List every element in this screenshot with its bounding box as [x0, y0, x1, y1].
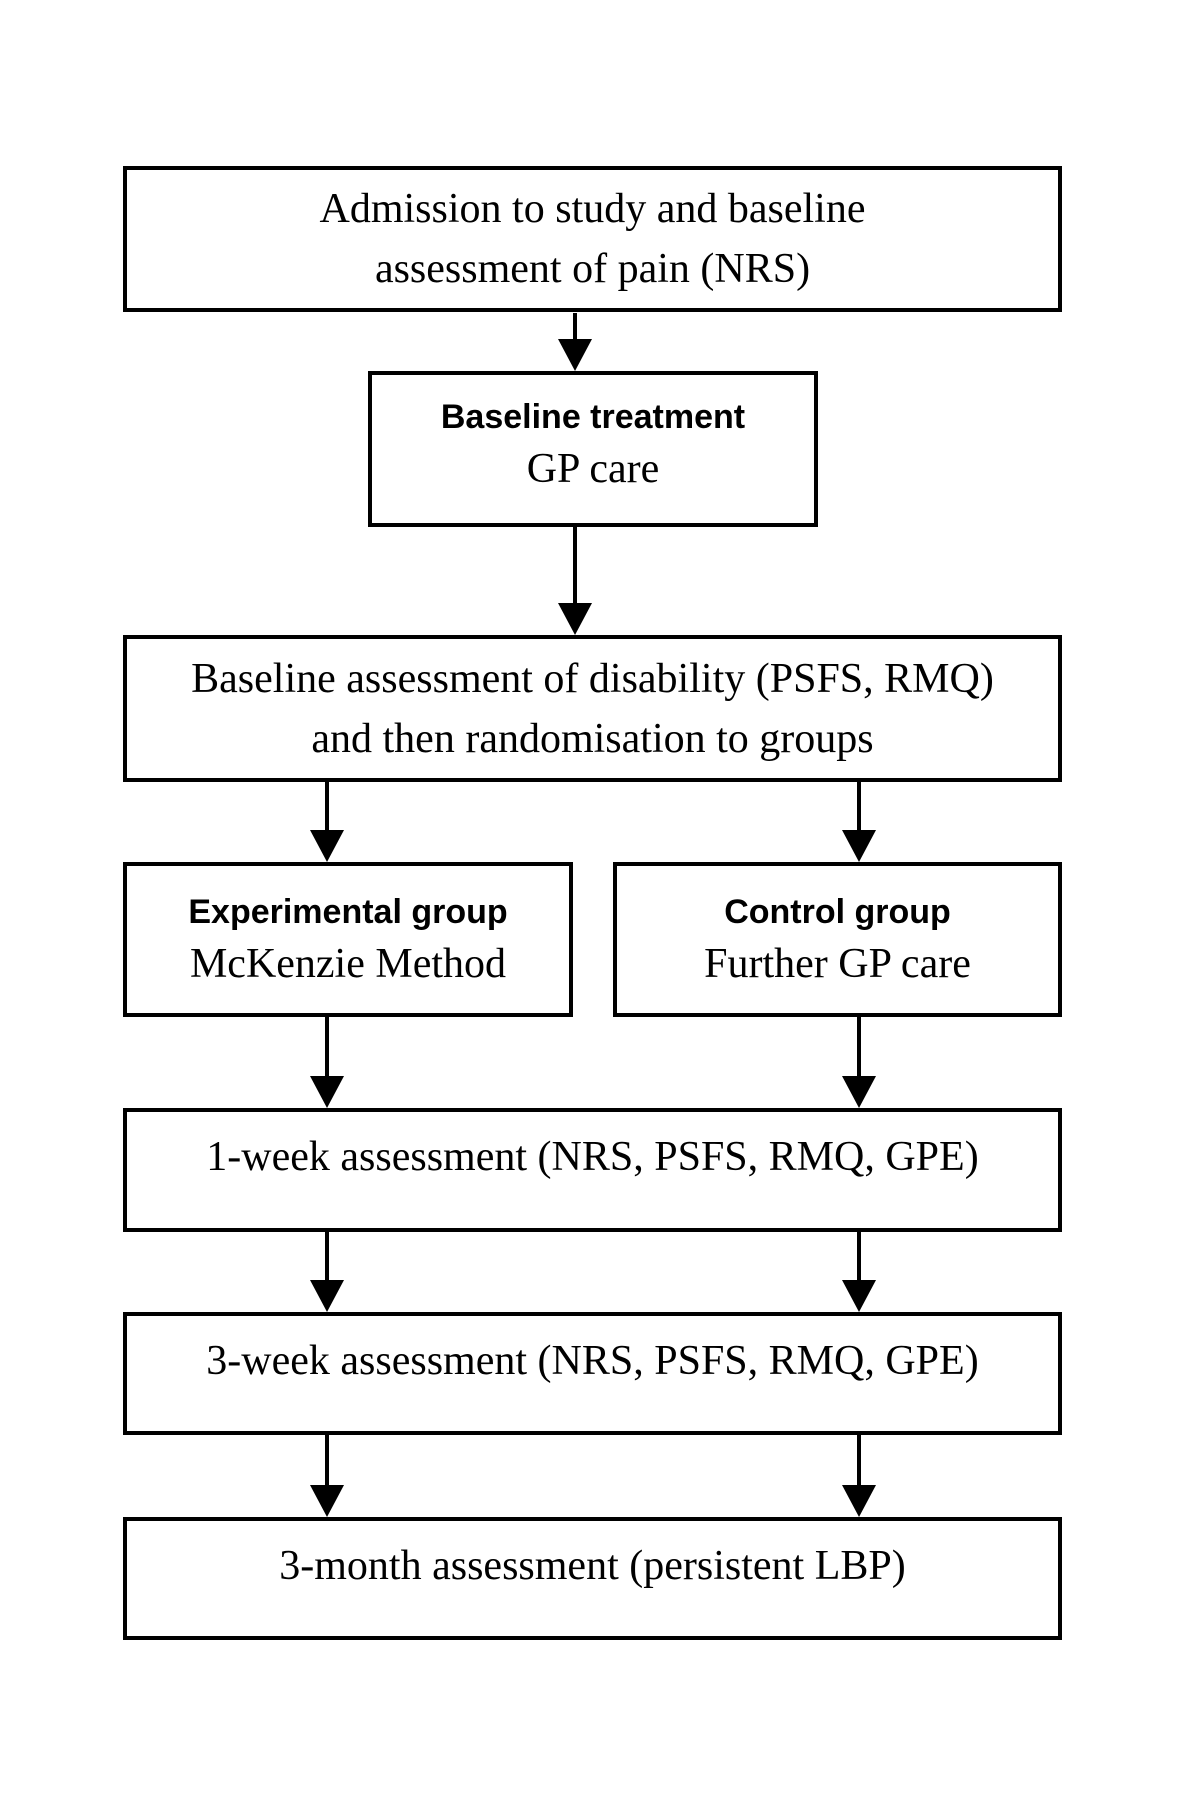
node-control-group-subtitle: Further GP care [704, 941, 971, 987]
arrow-head-icon [310, 830, 344, 862]
arrow-head-icon [842, 830, 876, 862]
arrow-head-icon [558, 603, 592, 635]
node-baseline-treatment: Baseline treatment GP care [368, 371, 818, 527]
arrow-head-icon [310, 1485, 344, 1517]
node-control-group: Control group Further GP care [613, 862, 1062, 1017]
arrow-stem [573, 313, 577, 339]
arrow-stem [857, 782, 861, 830]
node-baseline-treatment-title: Baseline treatment [440, 398, 746, 436]
node-admission: Admission to study and baseline assessme… [123, 166, 1062, 312]
arrow-head-icon [842, 1280, 876, 1312]
arrow-head-icon [842, 1485, 876, 1517]
arrow-3-week-to-3-month-left [310, 1435, 344, 1517]
node-control-group-title: Control group [724, 893, 951, 931]
arrow-1-week-to-3-week-left [310, 1232, 344, 1312]
node-experimental-group-title: Experimental group [188, 893, 508, 931]
arrow-head-icon [842, 1076, 876, 1108]
arrow-control-to-1-week [842, 1017, 876, 1108]
arrow-head-icon [558, 339, 592, 371]
arrow-randomisation-to-experimental-group [310, 782, 344, 862]
arrow-baseline-treatment-to-randomisation [558, 527, 592, 635]
arrow-stem [325, 782, 329, 830]
arrow-stem [857, 1232, 861, 1280]
arrow-stem [857, 1017, 861, 1076]
arrow-experimental-to-1-week [310, 1017, 344, 1108]
arrow-stem [325, 1232, 329, 1280]
node-experimental-group-subtitle: McKenzie Method [189, 941, 507, 987]
node-disability-line-1: Baseline assessment of disability (PSFS,… [191, 655, 994, 702]
node-baseline-treatment-subtitle: GP care [526, 446, 660, 492]
arrow-head-icon [310, 1280, 344, 1312]
node-3-week-assessment-label: 3-week assessment (NRS, PSFS, RMQ, GPE) [206, 1337, 979, 1384]
arrow-1-week-to-3-week-right [842, 1232, 876, 1312]
node-1-week-assessment-label: 1-week assessment (NRS, PSFS, RMQ, GPE) [206, 1134, 979, 1180]
arrow-randomisation-to-control-group [842, 782, 876, 862]
arrow-stem [325, 1435, 329, 1485]
arrow-stem [325, 1017, 329, 1076]
node-baseline-disability-randomisation: Baseline assessment of disability (PSFS,… [123, 635, 1062, 782]
node-3-week-assessment: 3-week assessment (NRS, PSFS, RMQ, GPE) [123, 1312, 1062, 1435]
node-disability-line-2: and then randomisation to groups [311, 715, 874, 762]
arrow-stem [573, 527, 577, 603]
node-3-month-assessment-label: 3-month assessment (persistent LBP) [279, 1542, 906, 1589]
arrow-head-icon [310, 1076, 344, 1108]
node-admission-line-1: Admission to study and baseline [319, 186, 866, 232]
arrow-3-week-to-3-month-right [842, 1435, 876, 1517]
arrow-stem [857, 1435, 861, 1485]
node-admission-line-2: assessment of pain (NRS) [374, 246, 811, 292]
arrow-admission-to-baseline-treatment [558, 313, 592, 371]
node-3-month-assessment: 3-month assessment (persistent LBP) [123, 1517, 1062, 1640]
node-1-week-assessment: 1-week assessment (NRS, PSFS, RMQ, GPE) [123, 1108, 1062, 1232]
node-experimental-group: Experimental group McKenzie Method [123, 862, 573, 1017]
